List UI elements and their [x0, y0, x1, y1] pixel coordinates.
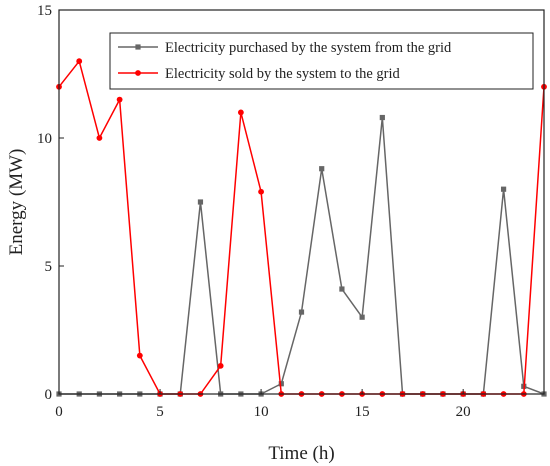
- legend-box: [109, 32, 534, 90]
- y-tick-label: 15: [37, 3, 52, 19]
- x-tick-label: 20: [456, 404, 471, 420]
- data-point: [278, 381, 284, 387]
- data-point: [339, 286, 345, 292]
- data-point: [136, 352, 143, 359]
- plot-frame: [58, 9, 545, 395]
- data-point: [379, 114, 385, 121]
- data-point: [258, 188, 264, 195]
- x-axis-label: Time (h): [268, 443, 334, 464]
- data-point: [359, 314, 365, 320]
- legend-item-sold: Electricity sold by the system to the gr…: [118, 66, 401, 82]
- series-layer: [56, 58, 547, 397]
- data-point: [96, 135, 103, 141]
- series-purchased: [56, 114, 547, 397]
- data-point: [237, 109, 244, 116]
- data-point: [298, 309, 305, 315]
- legend-swatch-purchased: [118, 44, 158, 50]
- legend-swatch-marker: [135, 44, 141, 50]
- data-point: [319, 166, 325, 172]
- legend-swatch-sold: [118, 70, 158, 76]
- x-tick-label: 0: [55, 404, 63, 420]
- legend-label-purchased: Electricity purchased by the system from…: [165, 40, 452, 56]
- data-point: [76, 58, 83, 65]
- ticks-layer: 0 5 10 15 20 0 5 10 15: [37, 3, 471, 420]
- y-tick-label: 0: [45, 387, 53, 403]
- series-sold: [56, 58, 547, 397]
- legend-swatch-marker: [135, 70, 141, 76]
- data-point: [116, 96, 123, 103]
- legend-item-purchased: Electricity purchased by the system from…: [118, 40, 452, 56]
- y-tick-label: 5: [45, 259, 53, 275]
- x-tick-label: 5: [156, 404, 164, 420]
- data-point: [217, 362, 224, 369]
- x-tick-label: 15: [355, 404, 370, 420]
- x-tick-label: 10: [254, 404, 269, 420]
- series-line: [58, 60, 545, 395]
- data-point: [197, 199, 204, 205]
- legend-label-sold: Electricity sold by the system to the gr…: [165, 66, 401, 82]
- data-point: [500, 186, 507, 192]
- y-axis-label: Energy (MW): [6, 149, 27, 256]
- y-tick-label: 10: [37, 131, 52, 147]
- legend: Electricity purchased by the system from…: [109, 32, 534, 90]
